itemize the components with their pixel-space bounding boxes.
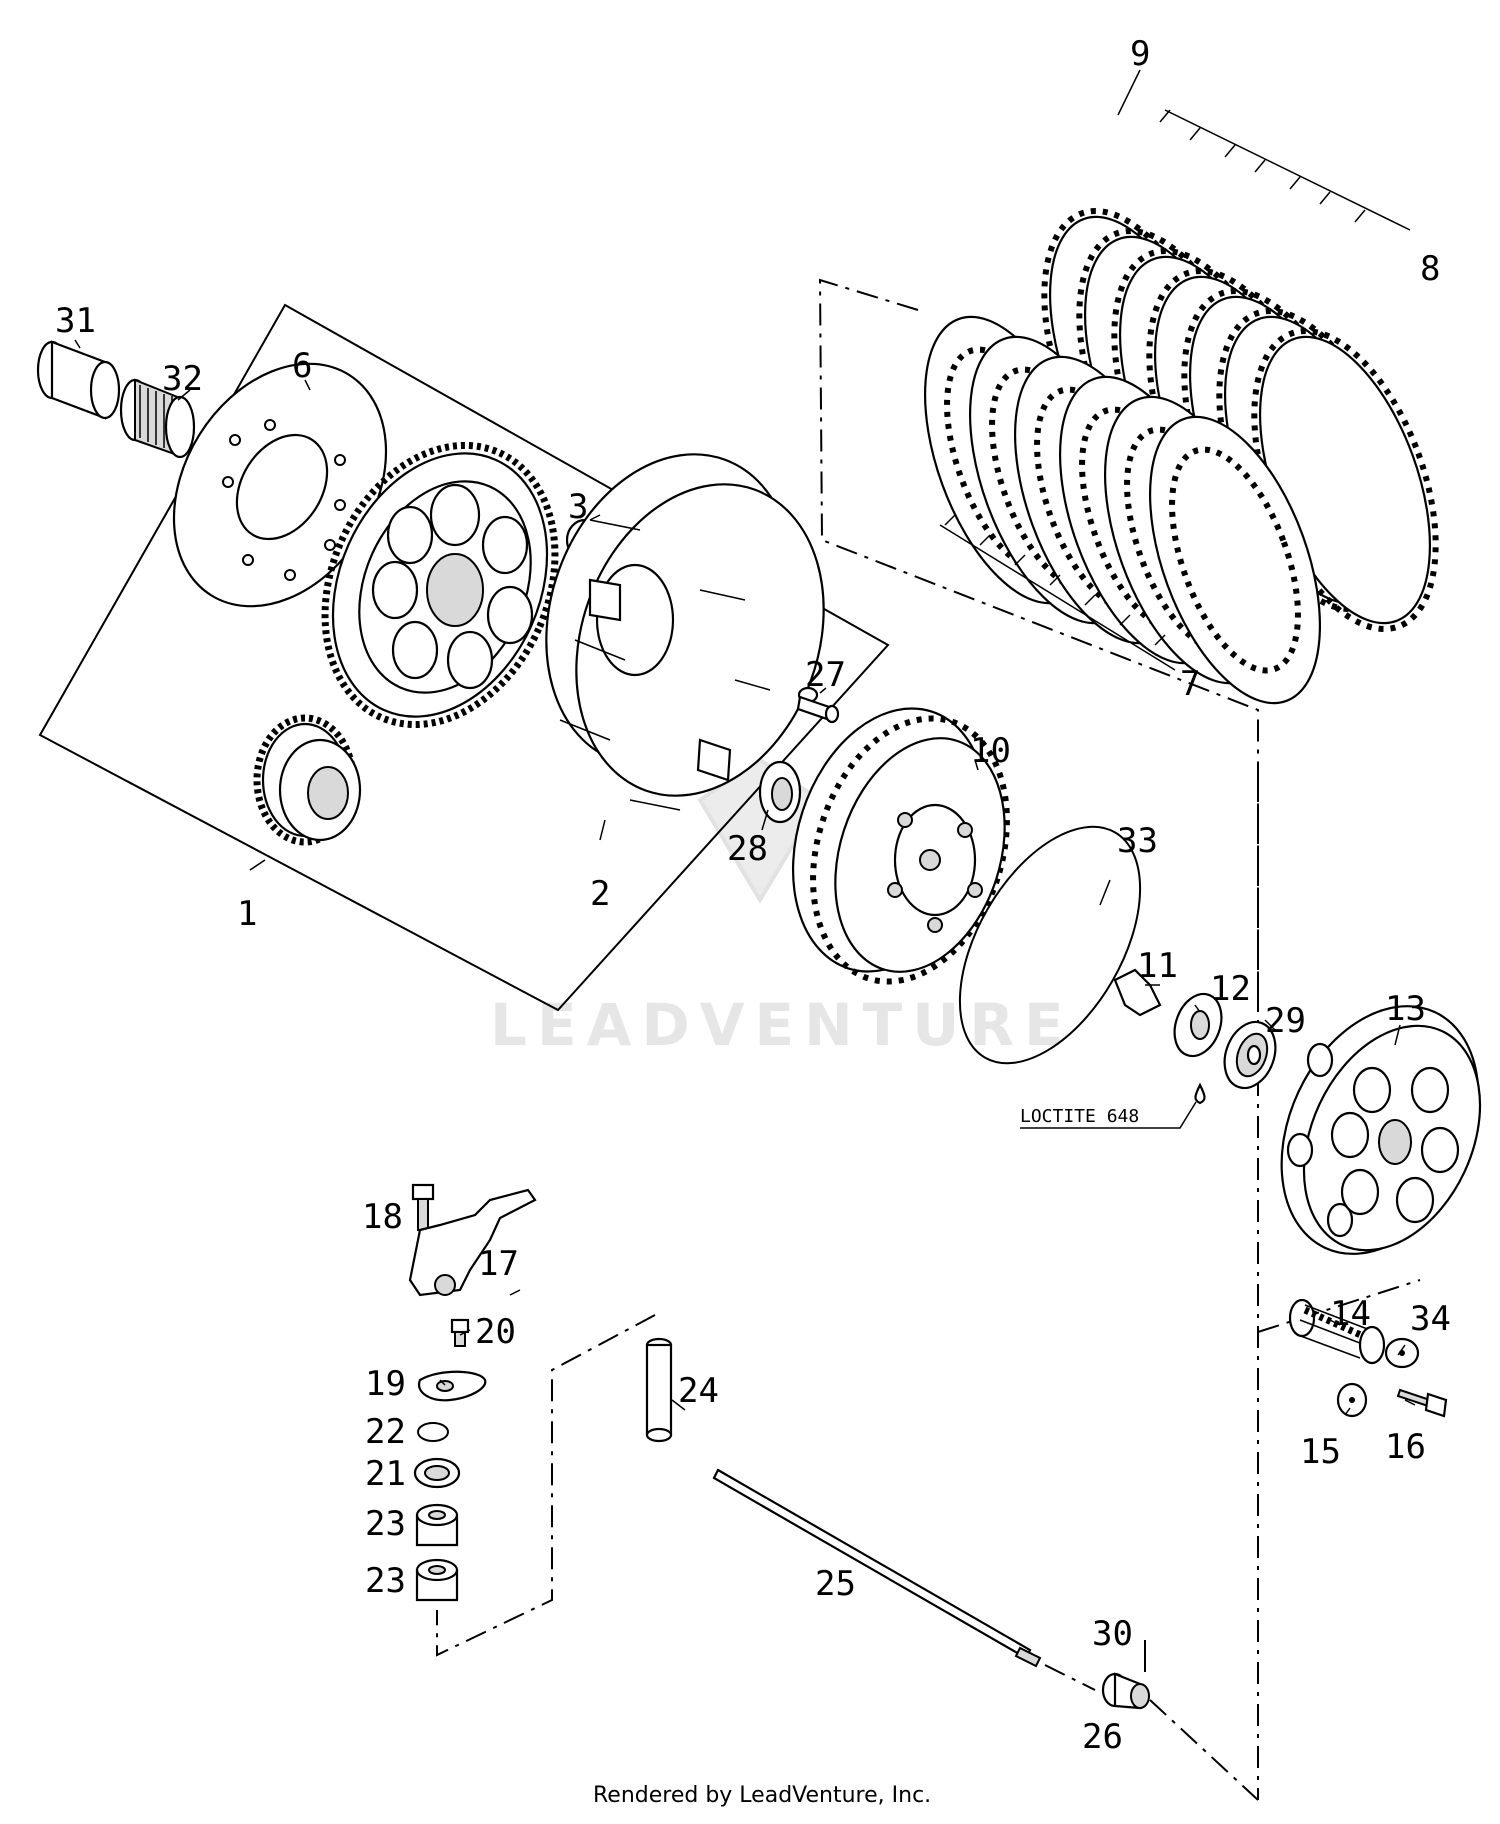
callout-13: 13	[1385, 989, 1426, 1029]
callout-27: 27	[805, 655, 846, 695]
leader-7	[939, 514, 1176, 671]
callout-26: 26	[1082, 1717, 1123, 1757]
loctite-note: LOCTITE 648	[1020, 1106, 1139, 1127]
callout-24: 24	[678, 1371, 719, 1411]
callout-2: 2	[590, 874, 610, 914]
callout-22: 22	[365, 1412, 406, 1452]
callout-23b: 23	[365, 1561, 406, 1601]
nut-12	[1173, 992, 1223, 1058]
callout-32: 32	[162, 359, 203, 399]
bearing-23a	[415, 1503, 459, 1547]
callout-6: 6	[292, 346, 312, 386]
callout-12: 12	[1210, 969, 1251, 1009]
callout-21: 21	[365, 1454, 406, 1494]
callout-25: 25	[815, 1564, 856, 1604]
footer-credit: Rendered by LeadVenture, Inc.	[593, 1783, 931, 1808]
callout-9: 9	[1130, 34, 1150, 74]
callout-31: 31	[55, 301, 96, 341]
shaft-24	[645, 1337, 673, 1443]
callout-16: 16	[1385, 1427, 1426, 1467]
callout-29: 29	[1265, 1001, 1306, 1041]
washer-28	[758, 760, 802, 824]
bushing-31	[36, 340, 121, 420]
clutch-basket-2	[545, 453, 825, 811]
circlip-22	[417, 1422, 449, 1442]
small-gear	[253, 714, 362, 846]
bearing-23b	[415, 1558, 459, 1602]
lever-17	[408, 1188, 537, 1297]
plunger-26	[1101, 1672, 1150, 1710]
callout-labels: 31 32 6 3 27 28 2 1 9 8 7 10 33 11 12 29…	[55, 34, 1451, 1757]
callout-3: 3	[568, 487, 588, 527]
watermark-text: LEADVENTURE	[490, 991, 1074, 1059]
primary-gear	[321, 441, 559, 729]
callout-18: 18	[362, 1197, 403, 1237]
lock-washer-11	[1113, 968, 1162, 1017]
callout-34: 34	[1410, 1299, 1451, 1339]
callout-30: 30	[1092, 1614, 1133, 1654]
callout-28: 28	[727, 829, 768, 869]
callout-1: 1	[237, 894, 257, 934]
bearing-29	[1223, 1020, 1277, 1090]
seal-21	[413, 1457, 461, 1489]
callout-10: 10	[970, 731, 1011, 771]
callout-15: 15	[1300, 1432, 1341, 1472]
o-ring-33	[958, 825, 1142, 1065]
callout-33: 33	[1117, 821, 1158, 861]
leader-9	[1117, 69, 1141, 116]
pressure-plate-13	[1280, 1005, 1482, 1255]
clutch-plates	[923, 208, 1439, 705]
loctite-drop	[1194, 1082, 1206, 1105]
bolt-16	[1396, 1388, 1448, 1418]
callout-8: 8	[1420, 249, 1440, 289]
callout-11: 11	[1137, 946, 1178, 986]
leader-8	[1159, 109, 1411, 231]
screw-20	[450, 1318, 470, 1347]
callout-23a: 23	[365, 1504, 406, 1544]
spring-14	[1288, 1298, 1386, 1365]
washer-15	[1336, 1382, 1368, 1418]
callout-7: 7	[1180, 664, 1200, 704]
inner-hub-10	[791, 707, 1010, 985]
bolt-18	[411, 1183, 435, 1231]
callout-14: 14	[1330, 1294, 1371, 1334]
push-rod-25	[712, 1468, 1032, 1660]
needle-bearing-32	[119, 378, 196, 459]
callout-17: 17	[478, 1244, 519, 1284]
callout-20: 20	[475, 1312, 516, 1352]
pin-27	[796, 686, 840, 724]
washer-34	[1384, 1337, 1420, 1369]
callout-19: 19	[365, 1364, 406, 1404]
